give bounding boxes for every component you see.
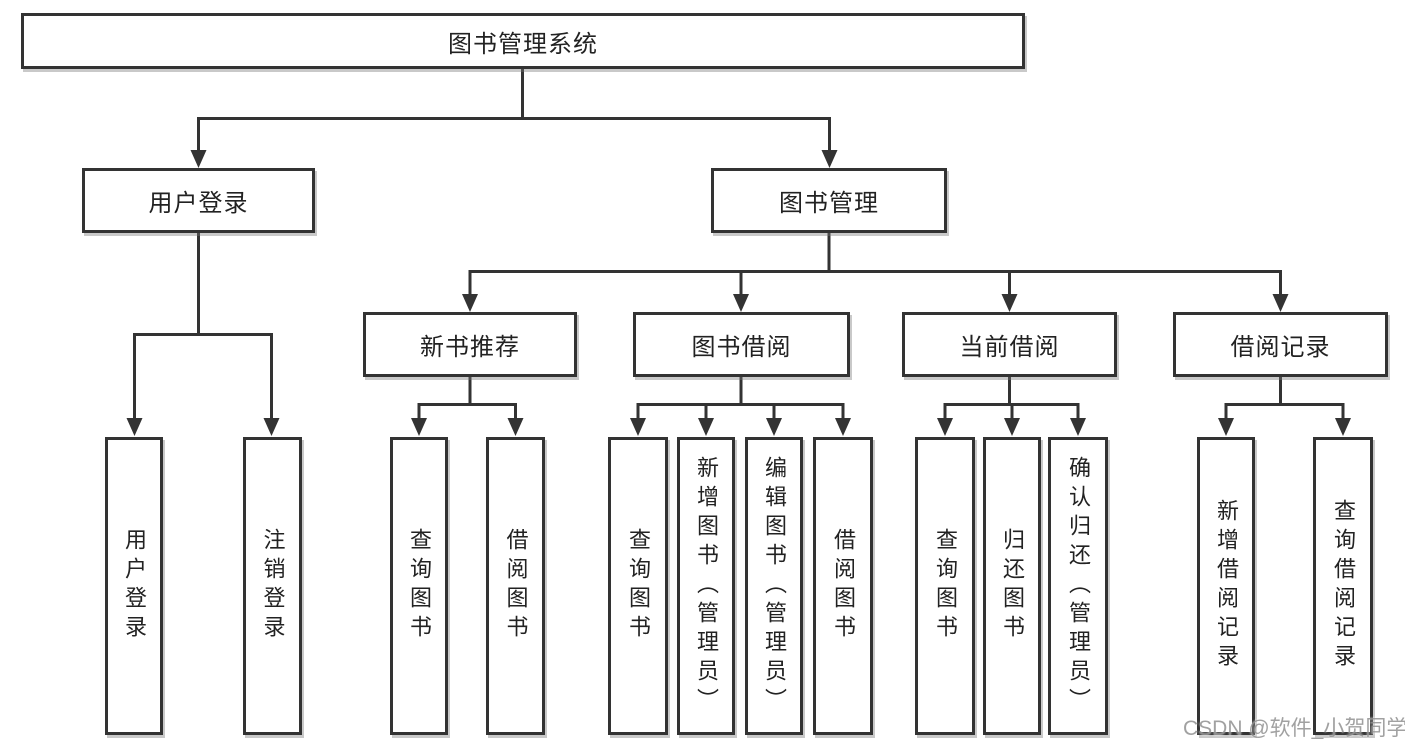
node-root: 图书管理系统 xyxy=(21,13,1025,69)
connector-root-to-level2 xyxy=(197,117,831,150)
leaf-borrow-books-recommend: 借阅图书 xyxy=(486,437,545,735)
leaf-user-login-label: 用户登录 xyxy=(122,528,147,644)
node-borrow-records-label: 借阅记录 xyxy=(1230,334,1331,361)
connector-lines xyxy=(133,69,1345,420)
leaf-add-borrow-record: 新增借阅记录 xyxy=(1197,437,1255,735)
node-book-management-label: 图书管理 xyxy=(779,190,879,217)
watermark: CSDN @软件_小贺同学 xyxy=(1183,717,1405,740)
connector-currentborrow-to-leaves xyxy=(943,377,1080,420)
leaf-user-login: 用户登录 xyxy=(105,437,163,735)
leaf-logout-label: 注销登录 xyxy=(260,528,286,644)
leaf-add-book-admin: 新增图书（管理员） xyxy=(677,437,735,735)
leaf-edit-book-admin-label: 编辑图书（管理员） xyxy=(762,455,787,717)
leaf-query-books-recommend-label: 查询图书 xyxy=(407,528,432,644)
node-current-borrow-label: 当前借阅 xyxy=(959,334,1060,361)
leaf-query-books-borrow-label: 查询图书 xyxy=(626,528,651,644)
leaf-add-borrow-record-label: 新增借阅记录 xyxy=(1214,499,1239,673)
leaf-query-books-borrow: 查询图书 xyxy=(608,437,668,735)
leaf-borrow-books: 借阅图书 xyxy=(813,437,873,735)
leaf-query-books-current-label: 查询图书 xyxy=(933,528,958,644)
node-book-borrow-label: 图书借阅 xyxy=(691,334,792,361)
node-user-login-label: 用户登录 xyxy=(148,190,249,217)
leaf-confirm-return-admin: 确认归还（管理员） xyxy=(1048,437,1108,735)
node-root-label: 图书管理系统 xyxy=(448,30,598,58)
node-borrow-records: 借阅记录 xyxy=(1173,312,1388,377)
connector-newbookrec-to-leaves xyxy=(417,377,517,420)
leaf-borrow-books-label: 借阅图书 xyxy=(831,528,856,644)
leaf-query-borrow-record: 查询借阅记录 xyxy=(1313,437,1373,735)
node-current-borrow: 当前借阅 xyxy=(902,312,1117,377)
leaf-query-borrow-record-label: 查询借阅记录 xyxy=(1331,499,1356,673)
node-new-book-recommend-label: 新书推荐 xyxy=(420,334,520,361)
connector-borrowrecords-to-leaves xyxy=(1224,377,1345,420)
leaf-return-book-label: 归还图书 xyxy=(1000,528,1025,644)
node-user-login: 用户登录 xyxy=(82,168,315,233)
leaf-logout: 注销登录 xyxy=(243,437,302,735)
node-book-management: 图书管理 xyxy=(711,168,947,233)
connector-userlogin-to-leaves xyxy=(133,233,273,419)
leaf-return-book: 归还图书 xyxy=(983,437,1041,735)
leaf-query-books-recommend: 查询图书 xyxy=(390,437,448,735)
connector-bookmgmt-to-level3 xyxy=(468,233,1282,296)
leaf-edit-book-admin: 编辑图书（管理员） xyxy=(745,437,803,735)
connector-bookborrow-to-leaves xyxy=(636,377,845,420)
leaf-borrow-books-recommend-label: 借阅图书 xyxy=(503,528,529,644)
leaf-add-book-admin-label: 新增图书（管理员） xyxy=(694,455,719,717)
leaf-query-books-current: 查询图书 xyxy=(915,437,975,735)
node-book-borrow: 图书借阅 xyxy=(633,312,850,377)
leaf-confirm-return-admin-label: 确认归还（管理员） xyxy=(1066,455,1091,717)
node-new-book-recommend: 新书推荐 xyxy=(363,312,577,377)
